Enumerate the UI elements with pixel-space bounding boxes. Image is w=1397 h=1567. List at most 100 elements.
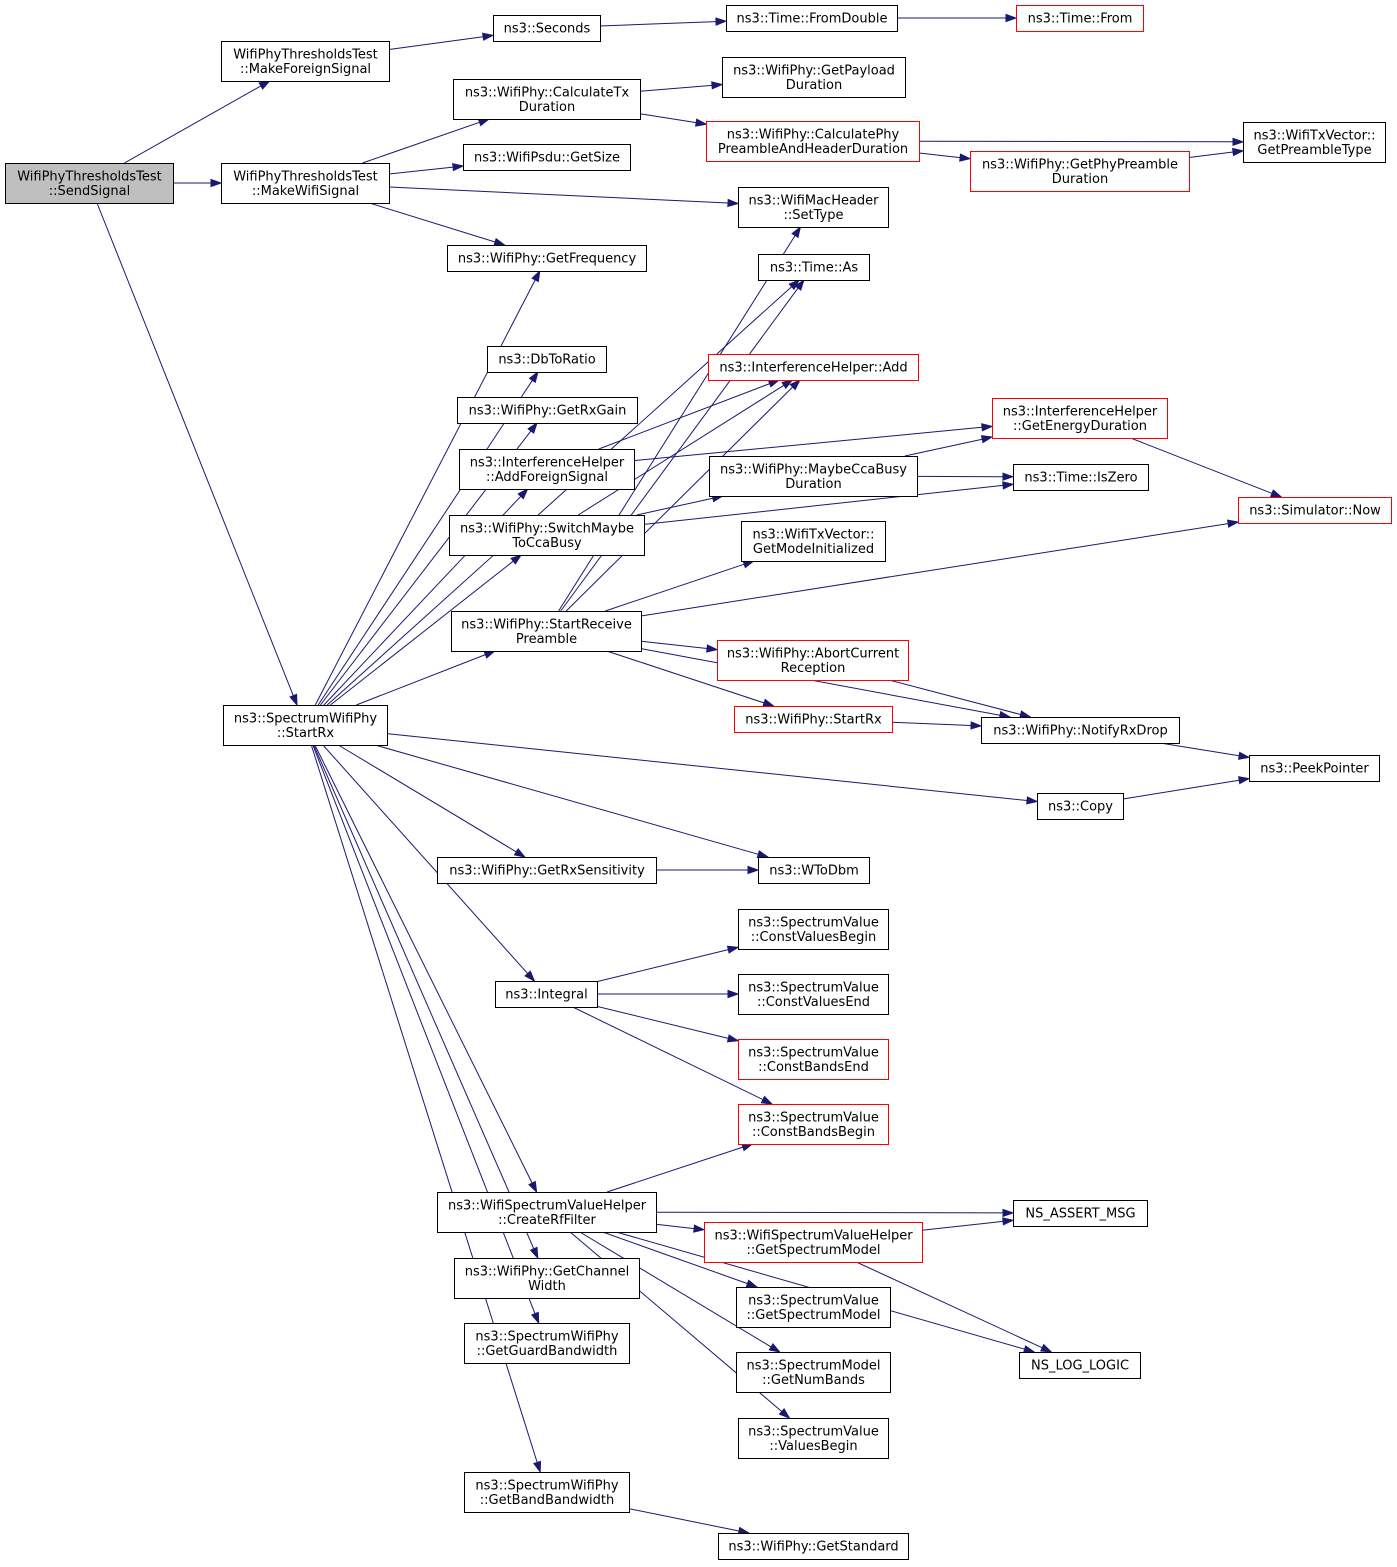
node-addforeign[interactable]: ns3::InterferenceHelper::AddForeignSigna… [459, 449, 635, 490]
edge-arrowhead [1232, 137, 1245, 146]
edge-line [602, 1231, 748, 1285]
node-label-line: ns3::WifiPhy::GetRxGain [469, 404, 627, 419]
node-getenergy[interactable]: ns3::InterferenceHelper::GetEnergyDurati… [992, 398, 1168, 439]
node-getrxgain[interactable]: ns3::WifiPhy::GetRxGain [457, 397, 638, 424]
edge-line [1160, 742, 1240, 757]
edge-line [1188, 151, 1234, 158]
node-box [718, 1533, 909, 1560]
node-label-line: ::SendSignal [49, 184, 130, 199]
edge-line [891, 721, 972, 726]
node-cbend[interactable]: ns3::SpectrumValue::ConstBandsEnd [738, 1039, 889, 1080]
node-psdugetsize[interactable]: ns3::WifiPsdu::GetSize [463, 144, 631, 171]
node-integral[interactable]: ns3::Integral [495, 981, 598, 1008]
edge-arrowhead [781, 379, 794, 390]
edge-line [636, 497, 714, 516]
node-iszero[interactable]: ns3::Time::IsZero [1013, 464, 1149, 491]
node-notifyrxdrop[interactable]: ns3::WifiPhy::NotifyRxDrop [981, 717, 1180, 744]
node-getnumbands[interactable]: ns3::SpectrumModel::GetNumBands [736, 1352, 891, 1393]
node-getbandbw[interactable]: ns3::SpectrumWifiPhy::GetBandBandwidth [464, 1472, 630, 1513]
node-seconds[interactable]: ns3::Seconds [493, 15, 601, 42]
node-getfrequency[interactable]: ns3::WifiPhy::GetFrequency [447, 245, 647, 272]
edge-line [599, 21, 717, 27]
node-createrf[interactable]: ns3::WifiSpectrumValueHelper::CreateRfFi… [437, 1192, 657, 1233]
node-makewifi[interactable]: WifiPhyThresholdsTest::MakeWifiSignal [221, 163, 390, 204]
edge-line [577, 384, 785, 516]
edge-arrowhead [510, 554, 523, 565]
edge-integral-to-cbbegin [572, 1006, 774, 1105]
node-sendsignal: WifiPhyThresholdsTest::SendSignal [5, 163, 174, 204]
edge-line [369, 202, 496, 243]
node-box [717, 640, 909, 681]
node-wifistartrx[interactable]: ns3::WifiPhy::StartRx [734, 706, 893, 733]
node-peekpointer[interactable]: ns3::PeekPointer [1249, 755, 1380, 782]
edge-line [572, 1006, 764, 1101]
node-box [463, 144, 631, 171]
edge-startrx_spec-to-getrxsens [338, 744, 527, 858]
node-box [1019, 1352, 1141, 1379]
node-box [738, 187, 889, 228]
node-label-line: ns3::Time::IsZero [1024, 471, 1137, 486]
edge-line [598, 383, 770, 450]
node-box [738, 909, 889, 950]
node-makeforeign[interactable]: WifiPhyThresholdsTest::MakeForeignSignal [221, 41, 390, 82]
node-getrxsens[interactable]: ns3::WifiPhy::GetRxSensitivity [437, 857, 657, 884]
node-svgetmodel[interactable]: ns3::SpectrumValue::GetSpectrumModel [736, 1287, 891, 1328]
node-ihadd[interactable]: ns3::InterferenceHelper::Add [708, 354, 919, 381]
node-label-line: ToCcaBusy [511, 536, 582, 551]
node-loglogic[interactable]: NS_LOG_LOGIC [1019, 1352, 1141, 1379]
node-label-line: ::GetNumBands [762, 1373, 865, 1388]
node-box [453, 79, 641, 120]
node-copy[interactable]: ns3::Copy [1037, 793, 1124, 820]
node-box [221, 163, 390, 204]
node-helpergetmodel[interactable]: ns3::WifiSpectrumValueHelper::GetSpectru… [704, 1222, 923, 1263]
edge-arrowhead [493, 237, 507, 246]
node-cbbegin[interactable]: ns3::SpectrumValue::ConstBandsBegin [738, 1104, 889, 1145]
node-wtodbm[interactable]: ns3::WToDbm [758, 857, 870, 884]
node-box [992, 398, 1168, 439]
node-label-line: ns3::SpectrumValue [748, 1293, 879, 1308]
edge-line [330, 560, 514, 706]
node-calcphy[interactable]: ns3::WifiPhy::CalculatePhyPreambleAndHea… [706, 121, 920, 162]
nodes-layer: WifiPhyThresholdsTest::SendSignal WifiPhy… [5, 5, 1392, 1560]
node-label-line: ::GetBandBandwidth [480, 1493, 615, 1508]
node-valuesbegin[interactable]: ns3::SpectrumValue::ValuesBegin [738, 1418, 889, 1459]
edge-arrowhead [210, 178, 223, 188]
edge-arrowhead [693, 1224, 706, 1233]
node-dbtoratio[interactable]: ns3::DbToRatio [487, 346, 607, 373]
node-getguard[interactable]: ns3::SpectrumWifiPhy::GetGuardBandwidth [464, 1323, 630, 1364]
edge-line [640, 523, 1229, 617]
node-label-line: ns3::SpectrumValue [748, 980, 879, 995]
edge-integral-to-cbend [596, 1005, 740, 1043]
node-timeas[interactable]: ns3::Time::As [758, 254, 870, 281]
edge-createrf-to-svgetmodel [602, 1231, 759, 1288]
node-assertmsg[interactable]: NS_ASSERT_MSG [1013, 1200, 1148, 1227]
node-startrx_spec[interactable]: ns3::SpectrumWifiPhy::StartRx [223, 705, 388, 746]
node-box [495, 981, 598, 1008]
node-simnow[interactable]: ns3::Simulator::Now [1238, 497, 1392, 524]
node-label-line: ns3::SpectrumWifiPhy [475, 1329, 618, 1344]
edge-line [856, 1261, 1043, 1349]
node-label-line: ns3::WifiPsdu::GetSize [474, 151, 620, 166]
edge-arrowhead [789, 378, 801, 391]
node-fromdouble[interactable]: ns3::Time::FromDouble [726, 5, 898, 32]
node-getpreambletype[interactable]: ns3::WifiTxVector::GetPreambleType [1243, 122, 1386, 163]
edge-arrowhead [959, 153, 972, 162]
node-cvend[interactable]: ns3::SpectrumValue::ConstValuesEnd [738, 974, 889, 1015]
node-getstandard[interactable]: ns3::WifiPhy::GetStandard [718, 1533, 909, 1560]
node-label-line: ::ValuesBegin [769, 1439, 857, 1454]
node-timefrom[interactable]: ns3::Time::From [1016, 5, 1144, 32]
edge-arrowhead [452, 162, 465, 172]
node-settype[interactable]: ns3::WifiMacHeader::SetType [738, 187, 889, 228]
node-getmodeinit[interactable]: ns3::WifiTxVector::GetModeInitialized [741, 521, 886, 562]
node-cvbegin[interactable]: ns3::SpectrumValue::ConstValuesBegin [738, 909, 889, 950]
node-label-line: ns3::WifiPhy::CalculatePhy [727, 127, 900, 142]
